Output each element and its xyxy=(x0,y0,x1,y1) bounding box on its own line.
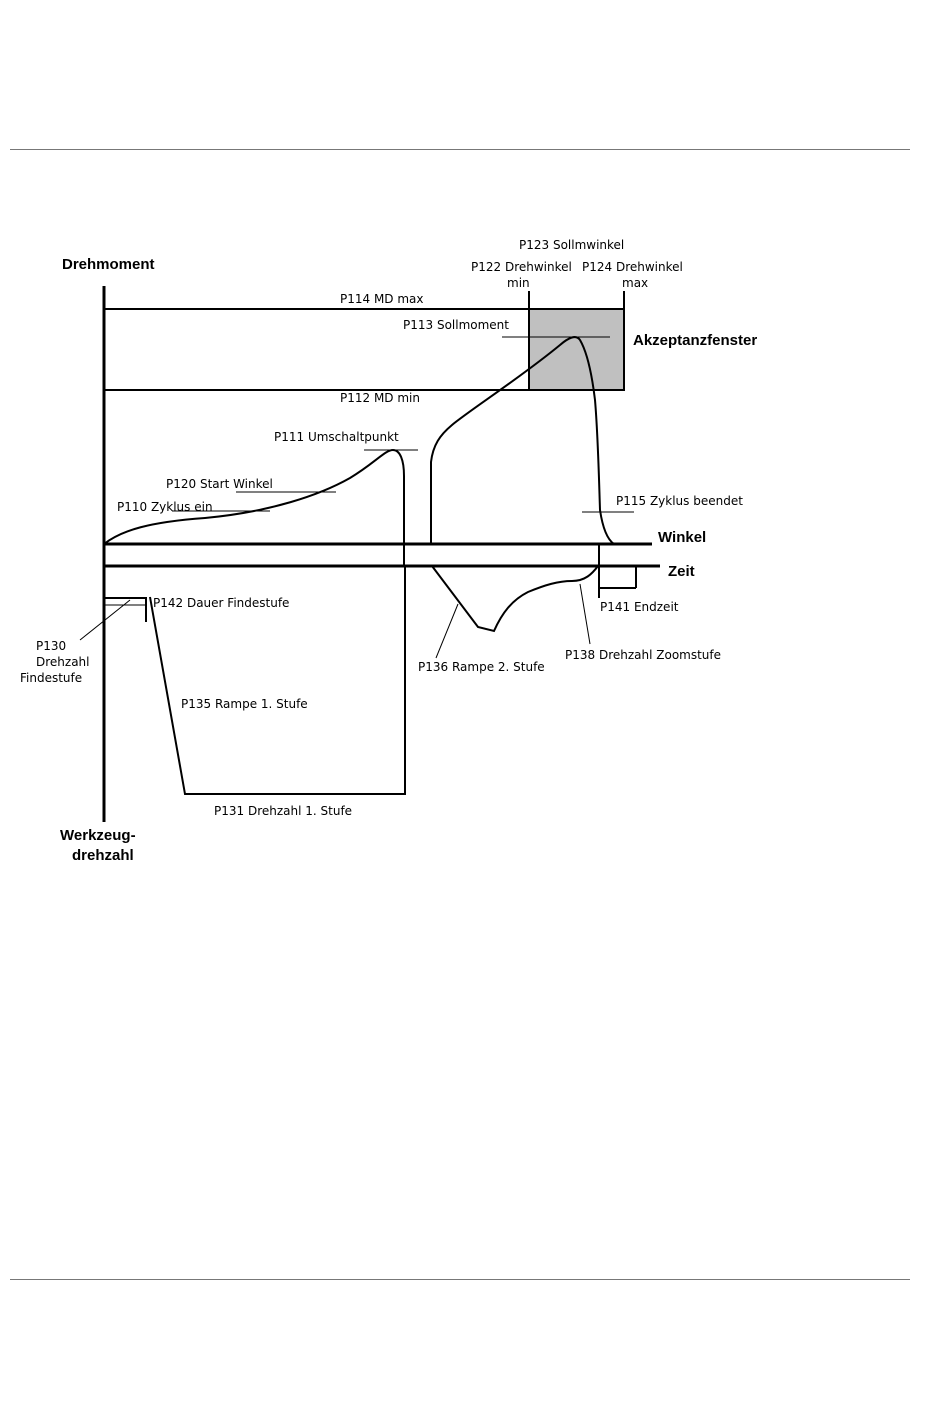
p135-label: P135 Rampe 1. Stufe xyxy=(181,697,308,711)
acceptance-window xyxy=(529,310,625,390)
p130-label-line2: Drehzahl xyxy=(36,655,90,669)
top-rule xyxy=(10,149,910,150)
speed-axis-label-line1: Werkzeug- xyxy=(60,827,136,844)
p113-label: P113 Sollmoment xyxy=(403,318,509,332)
bottom-rule xyxy=(10,1279,910,1280)
p124-label-line1: P124 Drehwinkel xyxy=(582,260,683,274)
speed-axis-label-line2: drehzahl xyxy=(72,847,134,864)
speed-profile-stage1 xyxy=(104,597,147,622)
p122-label-line1: P122 Drehwinkel xyxy=(471,260,572,274)
torque-curve-stage2 xyxy=(430,336,615,545)
p138-pointer xyxy=(579,583,591,645)
acceptance-window-label: Akzeptanzfenster xyxy=(633,332,757,349)
p115-label: P115 Zyklus beendet xyxy=(616,494,743,508)
p122-label-line2: min xyxy=(507,276,530,290)
speed-profile-stage2 xyxy=(431,565,599,633)
p110-label: P110 Zyklus ein xyxy=(117,500,213,514)
p114-label: P114 MD max xyxy=(340,292,424,306)
p136-label: P136 Rampe 2. Stufe xyxy=(418,660,545,674)
p112-label: P112 MD min xyxy=(340,391,420,405)
p120-label: P120 Start Winkel xyxy=(166,477,273,491)
p138-label: P138 Drehzahl Zoomstufe xyxy=(565,648,721,662)
p123-label: P123 Sollmwinkel xyxy=(519,238,624,252)
p136-pointer xyxy=(435,603,459,659)
p124-label-line2: max xyxy=(622,276,648,290)
p111-label: P111 Umschaltpunkt xyxy=(274,430,399,444)
p130-label-line3: Findestufe xyxy=(20,671,82,685)
angle-axis-label: Winkel xyxy=(658,529,706,546)
p142-label: P142 Dauer Findestufe xyxy=(153,596,289,610)
time-axis-label: Zeit xyxy=(668,563,695,580)
torque-curve-stage1 xyxy=(103,448,405,566)
p130-pointer xyxy=(79,599,131,641)
p141-label: P141 Endzeit xyxy=(600,600,679,614)
torque-axis-label: Drehmoment xyxy=(62,256,155,273)
p130-label-line1: P130 xyxy=(36,639,66,653)
speed-ramp-stage1 xyxy=(149,566,406,795)
p131-label: P131 Drehzahl 1. Stufe xyxy=(214,804,352,818)
